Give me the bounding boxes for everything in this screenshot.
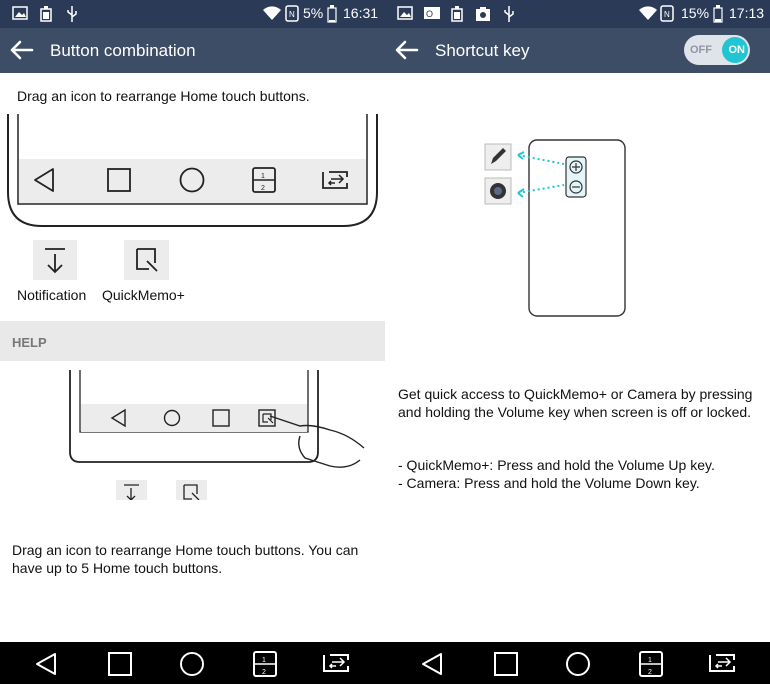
volume-key-illustration (484, 139, 626, 317)
page-title: Button combination (50, 41, 196, 60)
battery-percent: 15% (681, 5, 710, 21)
quickmemo-draggable[interactable] (124, 240, 169, 280)
overview-button-icon[interactable] (106, 167, 132, 193)
nav-back-icon[interactable] (419, 651, 445, 677)
shortcut-bullet-quickmemo: - QuickMemo+: Press and hold the Volume … (398, 457, 715, 473)
shortcut-key-screen: O N 15% 17:13 Shortcut key OFF ON Get (385, 0, 770, 642)
usb-icon (504, 6, 514, 22)
help-text: Drag an icon to rearrange Home touch but… (12, 542, 359, 576)
svg-text:1: 1 (262, 657, 266, 664)
clock: 16:31 (343, 5, 379, 21)
nav-overview-icon[interactable] (493, 651, 519, 677)
wifi-icon (639, 6, 657, 20)
quickmemo-icon (136, 248, 158, 272)
shortcut-description: Get quick access to QuickMemo+ or Camera… (398, 386, 753, 420)
nav-home-icon[interactable] (565, 651, 591, 677)
phone-navbar-illustration (7, 114, 378, 227)
nav-back-icon[interactable] (33, 651, 59, 677)
help-section-header: HELP (0, 321, 385, 361)
app-bar: Button combination (0, 28, 385, 73)
quickmemo-label: QuickMemo+ (102, 287, 185, 303)
back-arrow-icon[interactable] (8, 38, 36, 62)
toggle-off-label: OFF (690, 44, 712, 56)
svg-text:2: 2 (648, 669, 652, 676)
notification-draggable[interactable] (33, 240, 77, 280)
outlook-icon: O (424, 7, 440, 19)
dual-window-button-icon[interactable]: 12 (251, 166, 277, 194)
button-combination-screen: N 5% 16:31 Button combination Drag an ic… (0, 0, 385, 642)
home-button-icon[interactable] (178, 166, 206, 194)
battery-percent: 5% (303, 5, 324, 21)
svg-text:2: 2 (262, 669, 266, 676)
back-button-icon[interactable] (32, 167, 56, 193)
notification-pull-icon (45, 248, 65, 274)
shortcut-bullet-camera: - Camera: Press and hold the Volume Down… (398, 475, 700, 491)
battery-icon (327, 5, 337, 23)
page-title: Shortcut key (435, 41, 530, 60)
back-arrow-icon[interactable] (393, 38, 421, 62)
wifi-icon (263, 6, 281, 20)
nav-overview-icon[interactable] (107, 651, 133, 677)
battery-saver-icon (40, 6, 52, 22)
nav-home-icon[interactable] (179, 651, 205, 677)
nfc-icon: N (285, 5, 299, 22)
image-notification-icon (397, 6, 413, 20)
toggle-knob (722, 37, 748, 63)
svg-text:1: 1 (261, 173, 265, 180)
nfc-icon: N (660, 5, 674, 22)
status-bar: O N 15% 17:13 (385, 0, 770, 28)
battery-saver-icon (451, 6, 463, 22)
help-header-text: HELP (12, 335, 47, 350)
photo-upload-icon (476, 7, 490, 21)
svg-text:O: O (426, 9, 433, 19)
nav-switch-sim-icon[interactable] (322, 651, 354, 677)
nav-dual-window-icon[interactable]: 12 (252, 651, 278, 677)
nav-dual-window-icon[interactable]: 12 (638, 651, 664, 677)
shortcut-key-toggle[interactable]: OFF ON (684, 35, 750, 65)
notification-label: Notification (17, 287, 87, 303)
svg-text:1: 1 (648, 657, 652, 664)
image-notification-icon (12, 6, 28, 20)
switch-sim-button-icon[interactable] (321, 168, 353, 192)
clock: 17:13 (729, 5, 765, 21)
status-bar: N 5% 16:31 (0, 0, 385, 28)
drag-instruction: Drag an icon to rearrange Home touch but… (17, 88, 310, 104)
nav-switch-sim-icon[interactable] (708, 651, 740, 677)
help-illustration (69, 370, 365, 500)
svg-text:N: N (289, 10, 295, 19)
svg-text:2: 2 (261, 185, 265, 192)
usb-icon (67, 6, 77, 22)
svg-text:N: N (664, 10, 670, 19)
toggle-on-label: ON (728, 44, 746, 56)
battery-icon (713, 5, 723, 23)
